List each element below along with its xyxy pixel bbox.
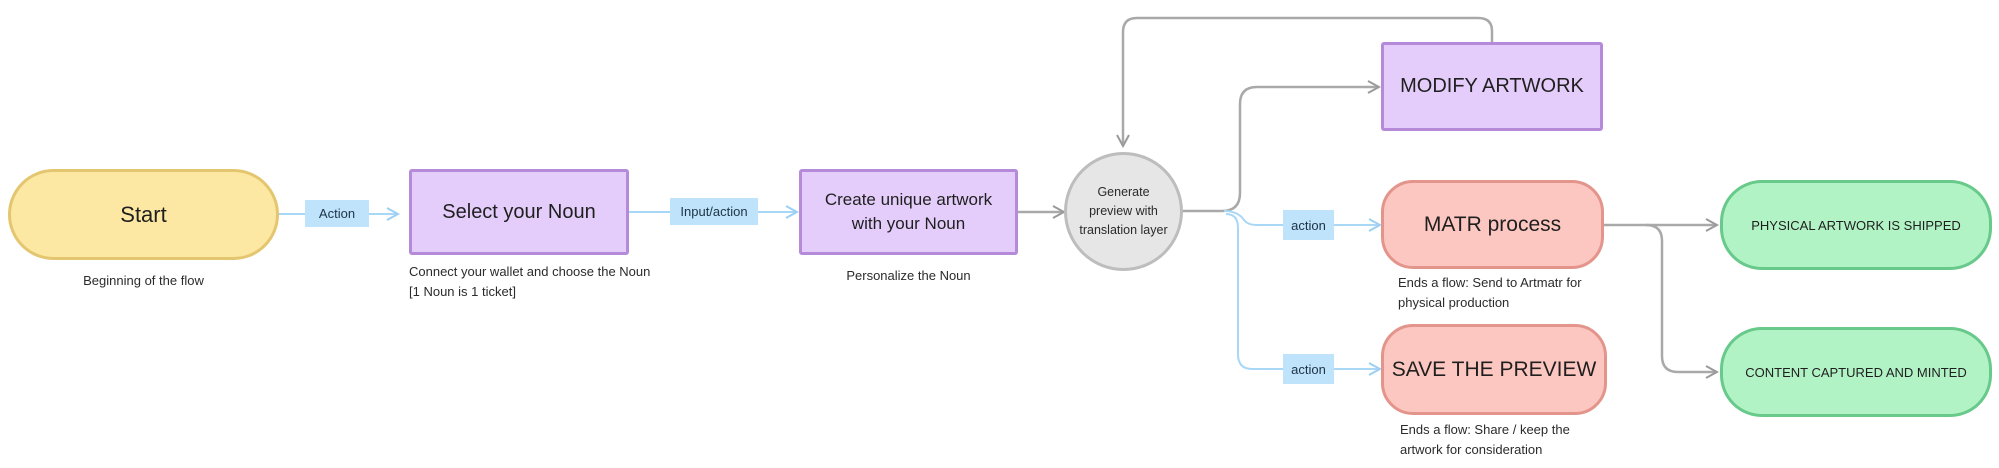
generate-preview-node[interactable]: Generate preview with translation layer <box>1064 152 1183 271</box>
matr-note-line-1: Ends a flow: Send to Artmatr for <box>1398 275 1582 290</box>
content-minted-node[interactable]: CONTENT CAPTURED AND MINTED <box>1720 327 1992 417</box>
select-note-line-1: Connect your wallet and choose the Noun <box>409 264 651 279</box>
create-artwork-label: Create unique artwork with your Noun <box>824 190 993 233</box>
start-label: Start <box>120 201 167 227</box>
create-artwork-node[interactable]: Create unique artwork with your Noun <box>799 169 1018 255</box>
save-preview-node[interactable]: SAVE THE PREVIEW <box>1381 324 1607 415</box>
physical-shipped-label: PHYSICAL ARTWORK IS SHIPPED <box>1751 217 1961 233</box>
select-noun-node[interactable]: Select your Noun <box>409 169 629 255</box>
matr-process-label: MATR process <box>1423 212 1562 236</box>
matr-process-node[interactable]: MATR process <box>1381 180 1604 269</box>
connector-modify-loop <box>1123 16 1494 146</box>
save-note-line-2: artwork for consideration <box>1400 442 1543 457</box>
edge-label-input-action: Input/action <box>670 198 758 225</box>
start-node[interactable]: Start <box>8 169 279 260</box>
generate-preview-label: Generate preview with translation layer <box>1079 185 1168 237</box>
connector-matr-content <box>1645 223 1717 372</box>
connector-generate-matr <box>1223 210 1380 225</box>
select-noun-label: Select your Noun <box>442 200 596 223</box>
select-note-line-2: [1 Noun is 1 ticket] <box>409 284 516 299</box>
modify-artwork-node[interactable]: MODIFY ARTWORK <box>1381 42 1603 131</box>
select-note: Connect your wallet and choose the Noun … <box>409 262 709 302</box>
modify-artwork-label: MODIFY ARTWORK <box>1400 75 1584 97</box>
save-note-line-1: Ends a flow: Share / keep the <box>1400 422 1570 437</box>
save-note: Ends a flow: Share / keep the artwork fo… <box>1400 420 1640 460</box>
edge-label-action-3: action <box>1283 354 1334 384</box>
edge-label-action-1: Action <box>305 200 369 227</box>
edge-label-action-2: action <box>1283 210 1334 240</box>
start-note: Beginning of the flow <box>83 273 204 288</box>
matr-note: Ends a flow: Send to Artmatr for physica… <box>1398 273 1638 313</box>
matr-note-line-2: physical production <box>1398 295 1510 310</box>
content-minted-label: CONTENT CAPTURED AND MINTED <box>1745 364 1967 380</box>
physical-shipped-node[interactable]: PHYSICAL ARTWORK IS SHIPPED <box>1720 180 1992 270</box>
create-note: Personalize the Noun <box>846 268 971 283</box>
connector-generate-save <box>1225 213 1380 369</box>
connector-generate-modify <box>1182 87 1379 213</box>
save-preview-label: SAVE THE PREVIEW <box>1391 357 1597 381</box>
